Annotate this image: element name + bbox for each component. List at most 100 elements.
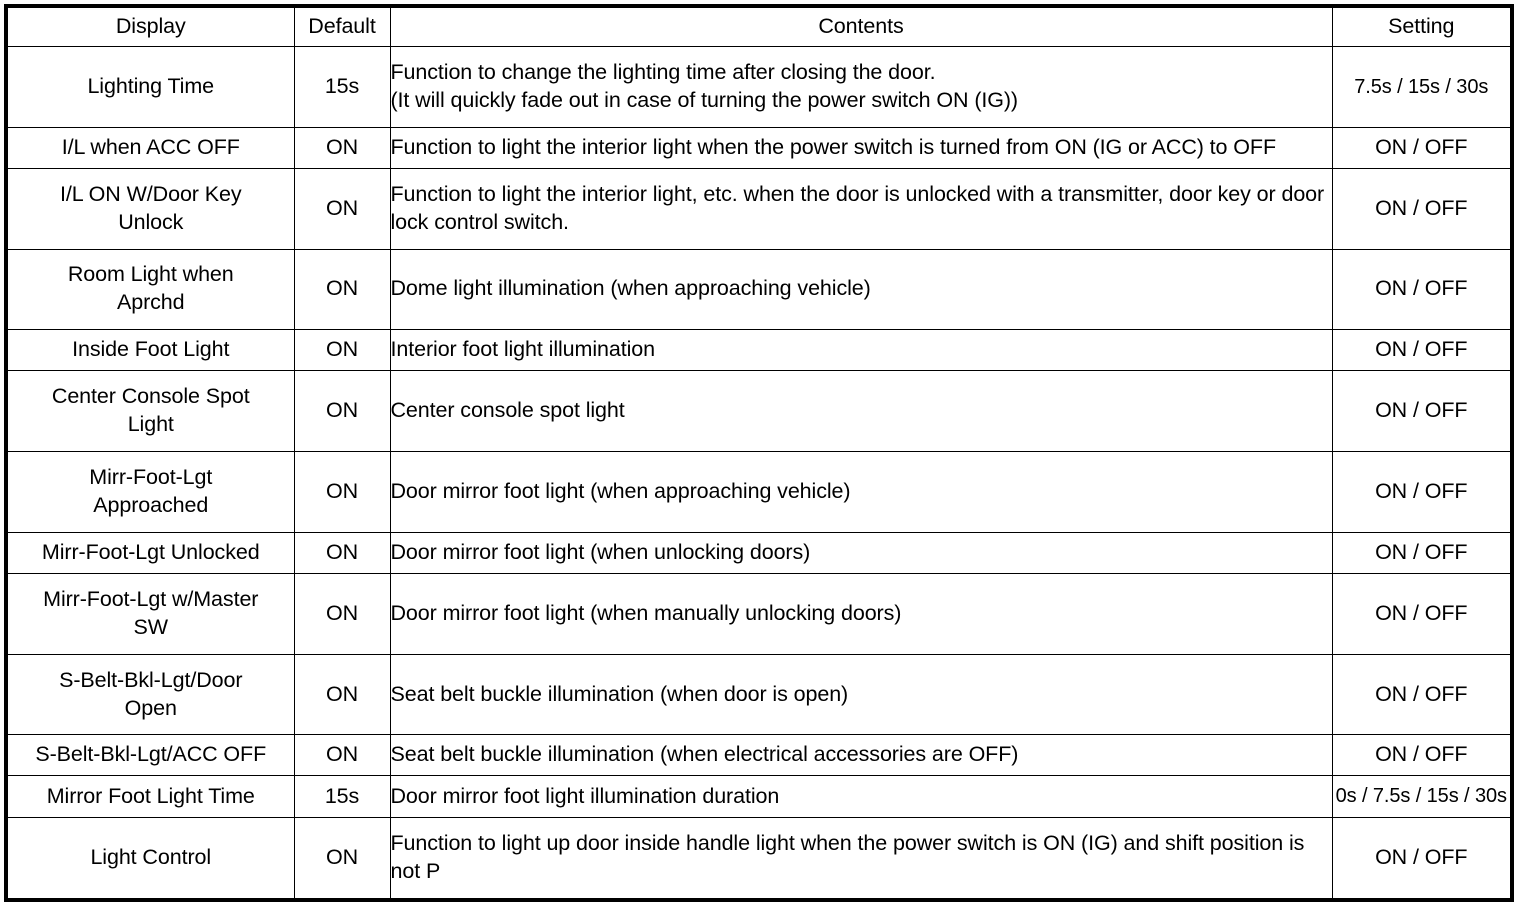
header-row: Display Default Contents Setting xyxy=(5,5,1513,47)
cell-setting-options: ON / OFF xyxy=(1331,653,1513,736)
cell-default-value: ON xyxy=(293,126,391,169)
cell-setting-options: ON / OFF xyxy=(1331,531,1513,574)
display-line: SW xyxy=(133,614,169,639)
cell-contents: Door mirror foot light (when unlocking d… xyxy=(389,531,1333,574)
cell-display: Lighting Time xyxy=(5,46,295,128)
display-line: Inside Foot Light xyxy=(72,337,230,362)
cell-contents: Seat belt buckle illumination (when elec… xyxy=(389,734,1333,777)
display-line: Open xyxy=(124,695,177,720)
cell-setting-options: ON / OFF xyxy=(1331,167,1513,250)
cell-setting-options: ON / OFF xyxy=(1331,451,1513,533)
cell-setting-options: ON / OFF xyxy=(1331,572,1513,655)
contents-line: Door mirror foot light illumination dura… xyxy=(390,783,780,808)
display-line: Aprchd xyxy=(116,290,185,315)
cell-display: Light Control xyxy=(5,816,295,901)
cell-display: Mirror Foot Light Time xyxy=(5,775,295,818)
contents-line: Door mirror foot light (when unlocking d… xyxy=(390,539,811,564)
cell-contents: Function to light up door inside handle … xyxy=(389,816,1333,901)
display-line: I/L when ACC OFF xyxy=(61,134,240,159)
cell-setting-options: 7.5s / 15s / 30s xyxy=(1331,46,1513,128)
cell-default-value: 15s xyxy=(293,46,391,128)
display-line: Center Console Spot xyxy=(51,384,250,409)
contents-line: Function to change the lighting time aft… xyxy=(390,59,936,84)
contents-line: Door mirror foot light (when approaching… xyxy=(390,478,851,503)
contents-line: Function to light the interior light, et… xyxy=(390,181,1325,234)
cell-contents: Center console spot light xyxy=(389,370,1333,453)
cell-contents: Function to light the interior light whe… xyxy=(389,126,1333,169)
cell-contents: Interior foot light illumination xyxy=(389,329,1333,372)
cell-default-value: ON xyxy=(293,653,391,736)
display-line: Unlock xyxy=(118,209,184,234)
cell-default-value: ON xyxy=(293,451,391,533)
column-header-setting: Setting xyxy=(1331,5,1513,47)
cell-setting-options: ON / OFF xyxy=(1331,816,1513,901)
contents-line: (It will quickly fade out in case of tur… xyxy=(390,87,1019,112)
cell-default-value: ON xyxy=(293,816,391,901)
contents-line: Seat belt buckle illumination (when door… xyxy=(390,681,849,706)
display-line: Lighting Time xyxy=(87,73,215,98)
display-line: I/L ON W/Door Key xyxy=(60,181,242,206)
display-line: S-Belt-Bkl-Lgt/Door xyxy=(59,667,243,692)
cell-default-value: 15s xyxy=(293,775,391,818)
cell-default-value: ON xyxy=(293,329,391,372)
cell-default-value: ON xyxy=(293,370,391,453)
display-line: Light Control xyxy=(90,844,212,869)
cell-setting-options: 0s / 7.5s / 15s / 30s xyxy=(1331,775,1513,818)
contents-line: Function to light up door inside handle … xyxy=(390,830,1305,883)
cell-default-value: ON xyxy=(293,167,391,250)
cell-contents: Seat belt buckle illumination (when door… xyxy=(389,653,1333,736)
cell-setting-options: ON / OFF xyxy=(1331,126,1513,169)
display-line: Room Light when xyxy=(67,262,234,287)
cell-contents: Door mirror foot light illumination dura… xyxy=(389,775,1333,818)
cell-setting-options: ON / OFF xyxy=(1331,734,1513,777)
cell-display: S-Belt-Bkl-Lgt/ACC OFF xyxy=(5,734,295,777)
cell-contents: Dome light illumination (when approachin… xyxy=(389,248,1333,331)
display-line: Approached xyxy=(93,492,209,517)
cell-contents: Door mirror foot light (when approaching… xyxy=(389,451,1333,533)
customize-function-table: Display Default Contents Setting Lightin… xyxy=(4,4,1514,902)
contents-line: Interior foot light illumination xyxy=(390,337,656,362)
display-line: Light xyxy=(127,412,174,437)
cell-setting-options: ON / OFF xyxy=(1331,248,1513,331)
display-line: Mirr-Foot-Lgt xyxy=(89,465,213,490)
display-line: Mirror Foot Light Time xyxy=(46,783,255,808)
cell-default-value: ON xyxy=(293,734,391,777)
cell-setting-options: ON / OFF xyxy=(1331,370,1513,453)
table-header: Display Default Contents Setting xyxy=(5,5,1513,47)
contents-line: Door mirror foot light (when manually un… xyxy=(390,600,902,625)
cell-setting-options: ON / OFF xyxy=(1331,329,1513,372)
display-line: Mirr-Foot-Lgt w/Master xyxy=(43,586,259,611)
column-header-contents: Contents xyxy=(389,5,1333,47)
column-header-display: Display xyxy=(5,5,295,47)
cell-display: Mirr-Foot-Lgt Unlocked xyxy=(5,531,295,574)
cell-display: I/L when ACC OFF xyxy=(5,126,295,169)
cell-default-value: ON xyxy=(293,248,391,331)
display-line: Mirr-Foot-Lgt Unlocked xyxy=(41,539,260,564)
contents-line: Center console spot light xyxy=(390,398,625,423)
contents-line: Dome light illumination (when approachin… xyxy=(390,276,871,301)
column-header-default: Default xyxy=(293,5,391,47)
display-line: S-Belt-Bkl-Lgt/ACC OFF xyxy=(35,742,267,767)
cell-contents: Function to light the interior light, et… xyxy=(389,167,1333,250)
contents-line: Function to light the interior light whe… xyxy=(390,134,1277,159)
cell-default-value: ON xyxy=(293,531,391,574)
